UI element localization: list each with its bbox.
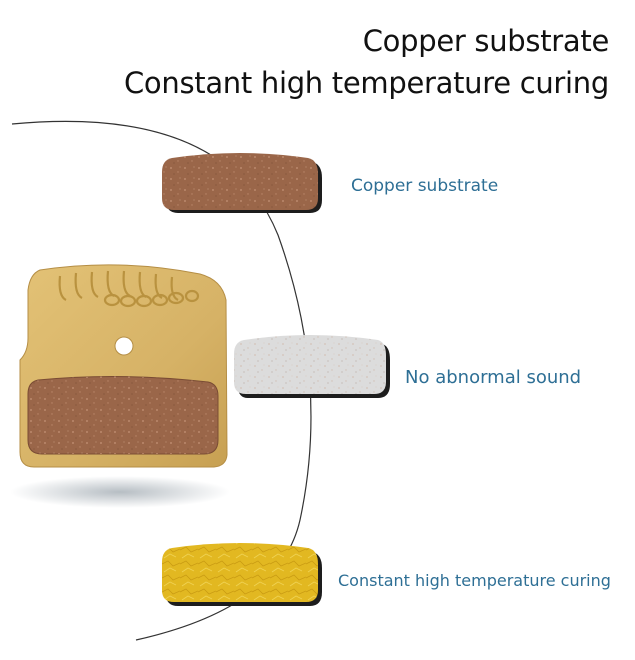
callout-copper-substrate: Copper substrate	[351, 176, 499, 196]
brake-pad	[19, 264, 228, 468]
swatch-no-abnormal-sound	[234, 335, 390, 398]
callout-no-abnormal-sound: No abnormal sound	[405, 367, 582, 388]
headline-line-2: Constant high temperature curing	[123, 66, 609, 100]
mounting-hole	[114, 336, 134, 356]
swatch-copper-substrate	[162, 153, 322, 213]
cooling-fins	[58, 270, 200, 308]
headline-line-1: Copper substrate	[362, 24, 610, 58]
swatch-high-temperature-curing	[162, 543, 322, 606]
callout-high-temperature-curing: Constant high temperature curing	[338, 571, 611, 590]
pad-shadow	[10, 476, 230, 508]
